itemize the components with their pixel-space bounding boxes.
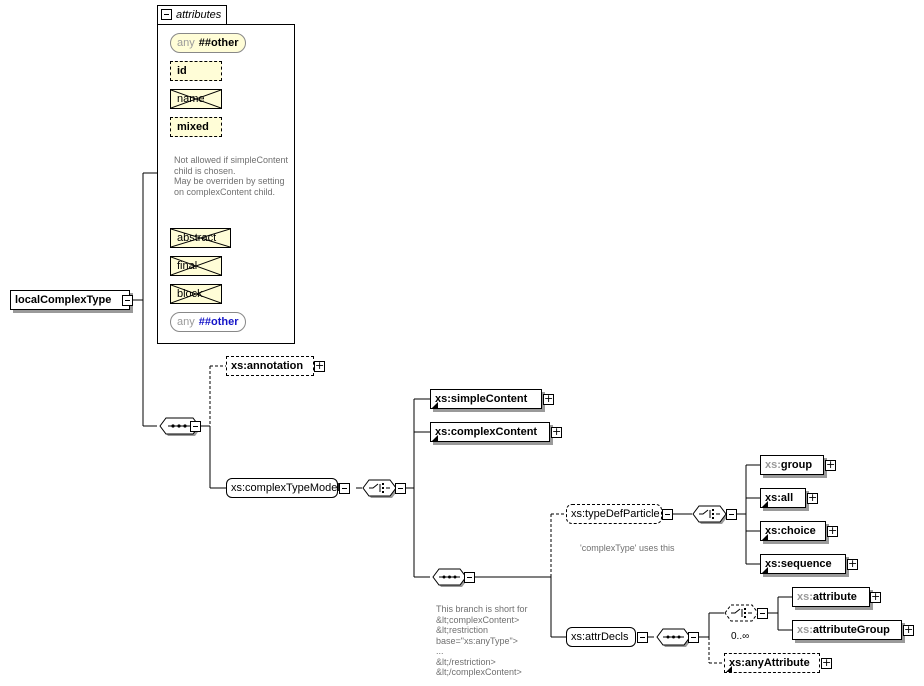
choice-compositor-2[interactable] [690, 504, 736, 526]
annotation-node[interactable]: xs:annotation [226, 356, 314, 376]
expand-icon[interactable]: + [827, 524, 838, 537]
choice-compositor-1[interactable] [360, 478, 406, 500]
all-node[interactable]: xs:all [760, 488, 806, 508]
attribute-name-prohibited[interactable]: name [170, 89, 222, 109]
choice-prefix: xs: [765, 525, 781, 537]
annotation-prefix: xs: [231, 360, 247, 372]
expand-icon[interactable]: + [543, 392, 554, 405]
attribute-final-prohibited[interactable]: final [170, 256, 222, 276]
collapse-icon[interactable] [339, 483, 350, 494]
attributes-collapse-icon[interactable] [161, 9, 172, 20]
sequence-prefix: xs: [765, 558, 781, 570]
attribute-block-prohibited[interactable]: block [170, 284, 222, 304]
attribute-final-label: final [177, 260, 198, 272]
attribute-group-node[interactable]: xs:attributeGroup [792, 620, 902, 640]
type-def-particle-label: xs:typeDefParticle [571, 508, 660, 520]
attribute-mixed[interactable]: mixed [170, 117, 222, 137]
expand-icon[interactable]: + [870, 590, 881, 603]
simple-content-name: simpleContent [450, 393, 528, 405]
attr-decls-label: xs:attrDecls [571, 631, 629, 643]
reference-arrow-icon [762, 534, 768, 540]
attribute-prefix: xs: [797, 591, 813, 603]
prohibited-cross-icon [171, 90, 221, 108]
other-label: ##other [198, 316, 239, 328]
choice-repeat-label: 0..∞ [731, 631, 750, 642]
reference-arrow-icon [726, 666, 732, 672]
collapse-icon[interactable] [122, 295, 133, 306]
attribute-block-label: block [177, 288, 203, 300]
simple-content-node[interactable]: xs:simpleContent [430, 389, 542, 409]
other-label: ##other [198, 37, 239, 49]
sequence-collapse-icon[interactable] [190, 421, 201, 432]
attribute-name: attribute [812, 591, 857, 603]
attribute-abstract-label: abstract [177, 232, 217, 244]
choice-node[interactable]: xs:choice [760, 521, 826, 541]
sequence-name: sequence [780, 558, 832, 570]
any-attribute-node[interactable]: xs:anyAttribute [724, 653, 820, 673]
expand-icon[interactable]: + [825, 458, 836, 471]
sequence-compositor-3[interactable] [654, 627, 700, 649]
annotation-name: annotation [246, 360, 304, 372]
expand-icon[interactable]: + [903, 623, 914, 636]
any-label: any [177, 37, 195, 49]
expand-icon[interactable]: + [807, 491, 818, 504]
prohibited-cross-icon [171, 229, 230, 247]
any-label: any [177, 316, 195, 328]
sequence-compositor-2[interactable] [430, 567, 476, 589]
prohibited-cross-icon [171, 257, 221, 275]
attribute-abstract-prohibited[interactable]: abstract [170, 228, 231, 248]
all-prefix: xs: [765, 492, 781, 504]
branch-note: This branch is short for &lt;complexCont… [436, 604, 528, 677]
local-complex-type-label: localComplexType [15, 294, 112, 306]
expand-icon[interactable]: + [821, 656, 832, 669]
type-def-particle-note: 'complexType' uses this [580, 543, 675, 553]
attribute-id[interactable]: id [170, 61, 222, 81]
sequence-node[interactable]: xs:sequence [760, 554, 846, 574]
all-name: all [780, 492, 794, 504]
choice-collapse-icon[interactable] [757, 608, 768, 619]
any-attribute-name: anyAttribute [744, 657, 810, 669]
complex-content-node[interactable]: xs:complexContent [430, 422, 550, 442]
group-prefix: xs: [765, 459, 781, 471]
prohibited-cross-icon [171, 285, 221, 303]
reference-arrow-icon [762, 501, 768, 507]
choice-collapse-icon[interactable] [395, 483, 406, 494]
attribute-group-name: attributeGroup [812, 624, 890, 636]
attribute-mixed-label: mixed [177, 121, 209, 133]
any-attribute-prefix: xs: [729, 657, 745, 669]
type-def-particle-node[interactable]: xs:typeDefParticle [566, 504, 662, 524]
complex-type-model-label: xs:complexTypeModel [231, 482, 340, 494]
choice-compositor-3[interactable] [722, 603, 768, 625]
attr-decls-node[interactable]: xs:attrDecls [566, 627, 636, 647]
choice-name: choice [780, 525, 816, 537]
collapse-icon[interactable] [637, 632, 648, 643]
attribute-any-other-top[interactable]: any##other [170, 33, 246, 53]
expand-icon[interactable]: + [847, 557, 858, 570]
group-node[interactable]: xs:group [760, 455, 824, 475]
sequence-collapse-icon[interactable] [688, 632, 699, 643]
collapse-icon[interactable] [662, 509, 673, 520]
attribute-node[interactable]: xs:attribute [792, 587, 870, 607]
complex-content-name: complexContent [450, 426, 538, 438]
reference-arrow-icon [762, 567, 768, 573]
attributes-note: Not allowed if simpleContent child is ch… [174, 155, 289, 197]
attribute-id-label: id [177, 65, 187, 77]
complex-content-prefix: xs: [435, 426, 451, 438]
complex-type-model-node[interactable]: xs:complexTypeModel [226, 478, 340, 498]
attribute-any-other-bottom[interactable]: any##other [170, 312, 246, 332]
reference-arrow-icon [432, 435, 438, 441]
sequence-collapse-icon[interactable] [464, 572, 475, 583]
attribute-group-prefix: xs: [797, 624, 813, 636]
local-complex-type-node[interactable]: localComplexType [10, 290, 130, 310]
attributes-title: attributes [176, 9, 222, 21]
expand-icon[interactable]: + [314, 359, 325, 372]
expand-icon[interactable]: + [551, 425, 562, 438]
group-name: group [780, 459, 813, 471]
attribute-name-label: name [177, 93, 205, 105]
choice-collapse-icon[interactable] [726, 509, 737, 520]
attributes-panel-header[interactable]: attributes [157, 5, 227, 25]
reference-arrow-icon [432, 402, 438, 408]
simple-content-prefix: xs: [435, 393, 451, 405]
